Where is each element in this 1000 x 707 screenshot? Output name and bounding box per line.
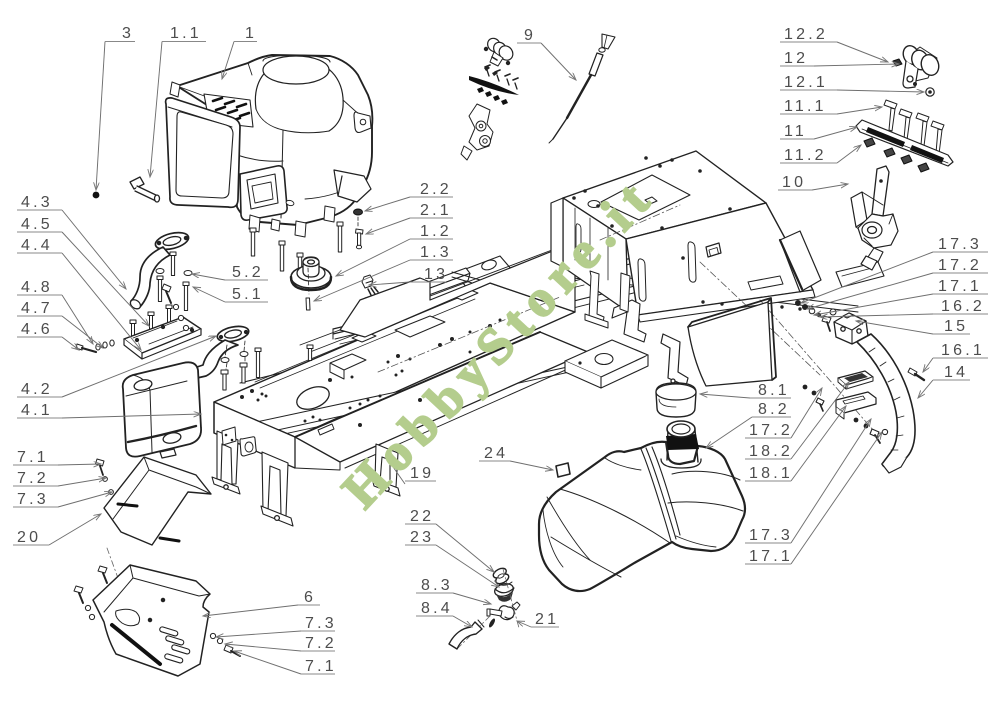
svg-text:11.1: 11.1 — [784, 98, 827, 115]
svg-text:7.1: 7.1 — [305, 658, 337, 675]
svg-text:10: 10 — [782, 174, 806, 191]
svg-text:2.2: 2.2 — [420, 181, 452, 198]
svg-text:17.1: 17.1 — [749, 548, 793, 565]
svg-text:4.8: 4.8 — [21, 279, 53, 296]
svg-text:21: 21 — [535, 611, 559, 628]
svg-text:7.3: 7.3 — [17, 491, 49, 508]
svg-text:7.2: 7.2 — [17, 470, 49, 487]
svg-text:17.1: 17.1 — [938, 278, 982, 295]
svg-text:11.2: 11.2 — [784, 147, 827, 164]
svg-text:13: 13 — [424, 266, 448, 283]
svg-text:3: 3 — [122, 25, 134, 42]
svg-text:8.1: 8.1 — [758, 382, 790, 399]
svg-text:17.3: 17.3 — [938, 236, 982, 253]
svg-text:1.3: 1.3 — [420, 244, 452, 261]
svg-text:18.2: 18.2 — [749, 443, 793, 460]
svg-text:4.1: 4.1 — [21, 402, 53, 419]
svg-text:4.3: 4.3 — [21, 194, 53, 211]
svg-text:14: 14 — [944, 364, 968, 381]
svg-text:12.1: 12.1 — [784, 74, 828, 91]
svg-text:23: 23 — [410, 529, 434, 546]
svg-text:7.3: 7.3 — [305, 615, 337, 632]
svg-text:4.6: 4.6 — [21, 321, 53, 338]
svg-text:1.1: 1.1 — [170, 25, 202, 42]
svg-text:16.2: 16.2 — [941, 298, 985, 315]
svg-text:12.2: 12.2 — [784, 26, 828, 43]
svg-text:17.2: 17.2 — [938, 257, 982, 274]
svg-text:15: 15 — [944, 318, 968, 335]
svg-text:8.2: 8.2 — [758, 401, 790, 418]
svg-text:17.2: 17.2 — [749, 422, 793, 439]
svg-text:9: 9 — [524, 27, 536, 44]
svg-text:24: 24 — [484, 445, 508, 462]
svg-text:12: 12 — [784, 50, 808, 67]
svg-text:8.4: 8.4 — [421, 600, 453, 617]
svg-text:4.2: 4.2 — [21, 381, 53, 398]
svg-text:1: 1 — [245, 25, 257, 42]
svg-text:4.4: 4.4 — [21, 237, 53, 254]
svg-text:16.1: 16.1 — [941, 342, 985, 359]
svg-text:17.3: 17.3 — [749, 527, 793, 544]
svg-text:18.1: 18.1 — [749, 465, 793, 482]
svg-text:19: 19 — [410, 465, 434, 482]
svg-text:11: 11 — [784, 123, 807, 140]
svg-text:8.3: 8.3 — [421, 577, 453, 594]
svg-text:2.1: 2.1 — [420, 202, 452, 219]
svg-text:5.2: 5.2 — [232, 264, 264, 281]
svg-text:22: 22 — [410, 508, 434, 525]
svg-text:4.5: 4.5 — [21, 216, 53, 233]
svg-text:1.2: 1.2 — [420, 223, 452, 240]
svg-text:4.7: 4.7 — [21, 300, 53, 317]
svg-text:5.1: 5.1 — [232, 286, 264, 303]
svg-text:6: 6 — [304, 589, 316, 606]
svg-text:20: 20 — [17, 529, 41, 546]
svg-text:7.1: 7.1 — [17, 449, 49, 466]
svg-text:7.2: 7.2 — [305, 635, 337, 652]
